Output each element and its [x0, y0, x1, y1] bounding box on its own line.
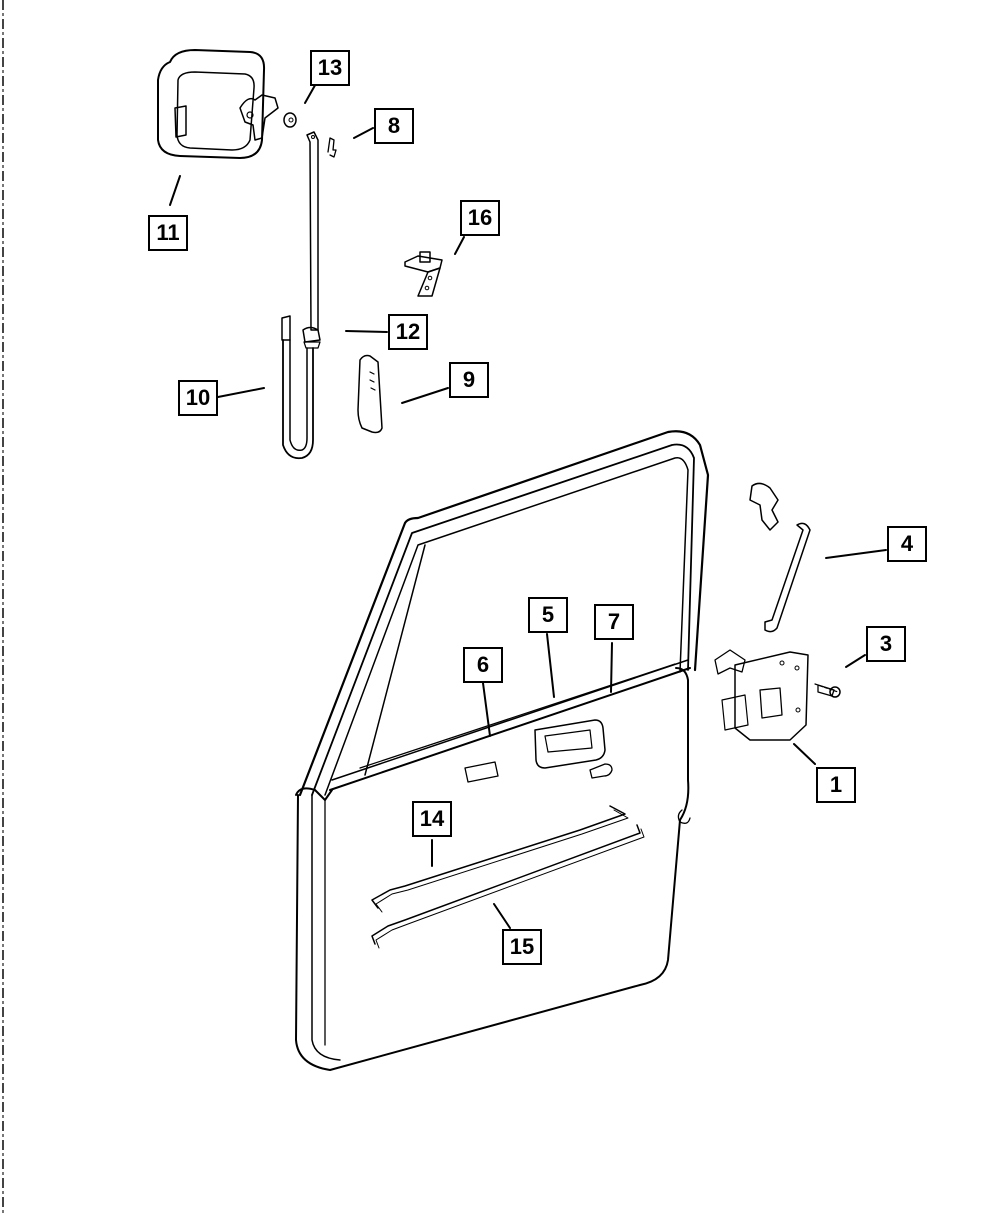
callout-9: 8	[374, 108, 414, 144]
callout-8: 11	[148, 215, 188, 251]
striker-bracket-drawing	[404, 251, 443, 297]
callout-5: 5	[528, 597, 568, 633]
callout-10: 9	[449, 362, 489, 398]
outside-door-handle-drawing	[157, 49, 297, 159]
callout-11: 10	[178, 380, 218, 416]
callout-15: 15	[502, 929, 542, 965]
callout-1: 1	[816, 767, 856, 803]
rods-drawing	[371, 805, 645, 949]
callout-4: 4	[887, 526, 927, 562]
callout-6: 6	[463, 647, 503, 683]
callout-13: 13	[310, 50, 350, 86]
callout-12: 12	[388, 314, 428, 350]
handle-link-drawing	[357, 354, 383, 434]
callout-3: 3	[866, 626, 906, 662]
callout-7: 7	[594, 604, 634, 640]
leader-lines	[169, 79, 887, 929]
door-latch-drawing	[714, 649, 841, 741]
page-edge-border	[2, 0, 4, 1214]
handle-rod-drawing	[306, 131, 337, 331]
door-shell-drawing	[295, 430, 710, 1071]
callout-14: 14	[412, 801, 452, 837]
callout-16: 16	[460, 200, 500, 236]
lock-cylinder-rod-drawing	[749, 482, 811, 633]
latch-cable-drawing	[281, 315, 321, 460]
